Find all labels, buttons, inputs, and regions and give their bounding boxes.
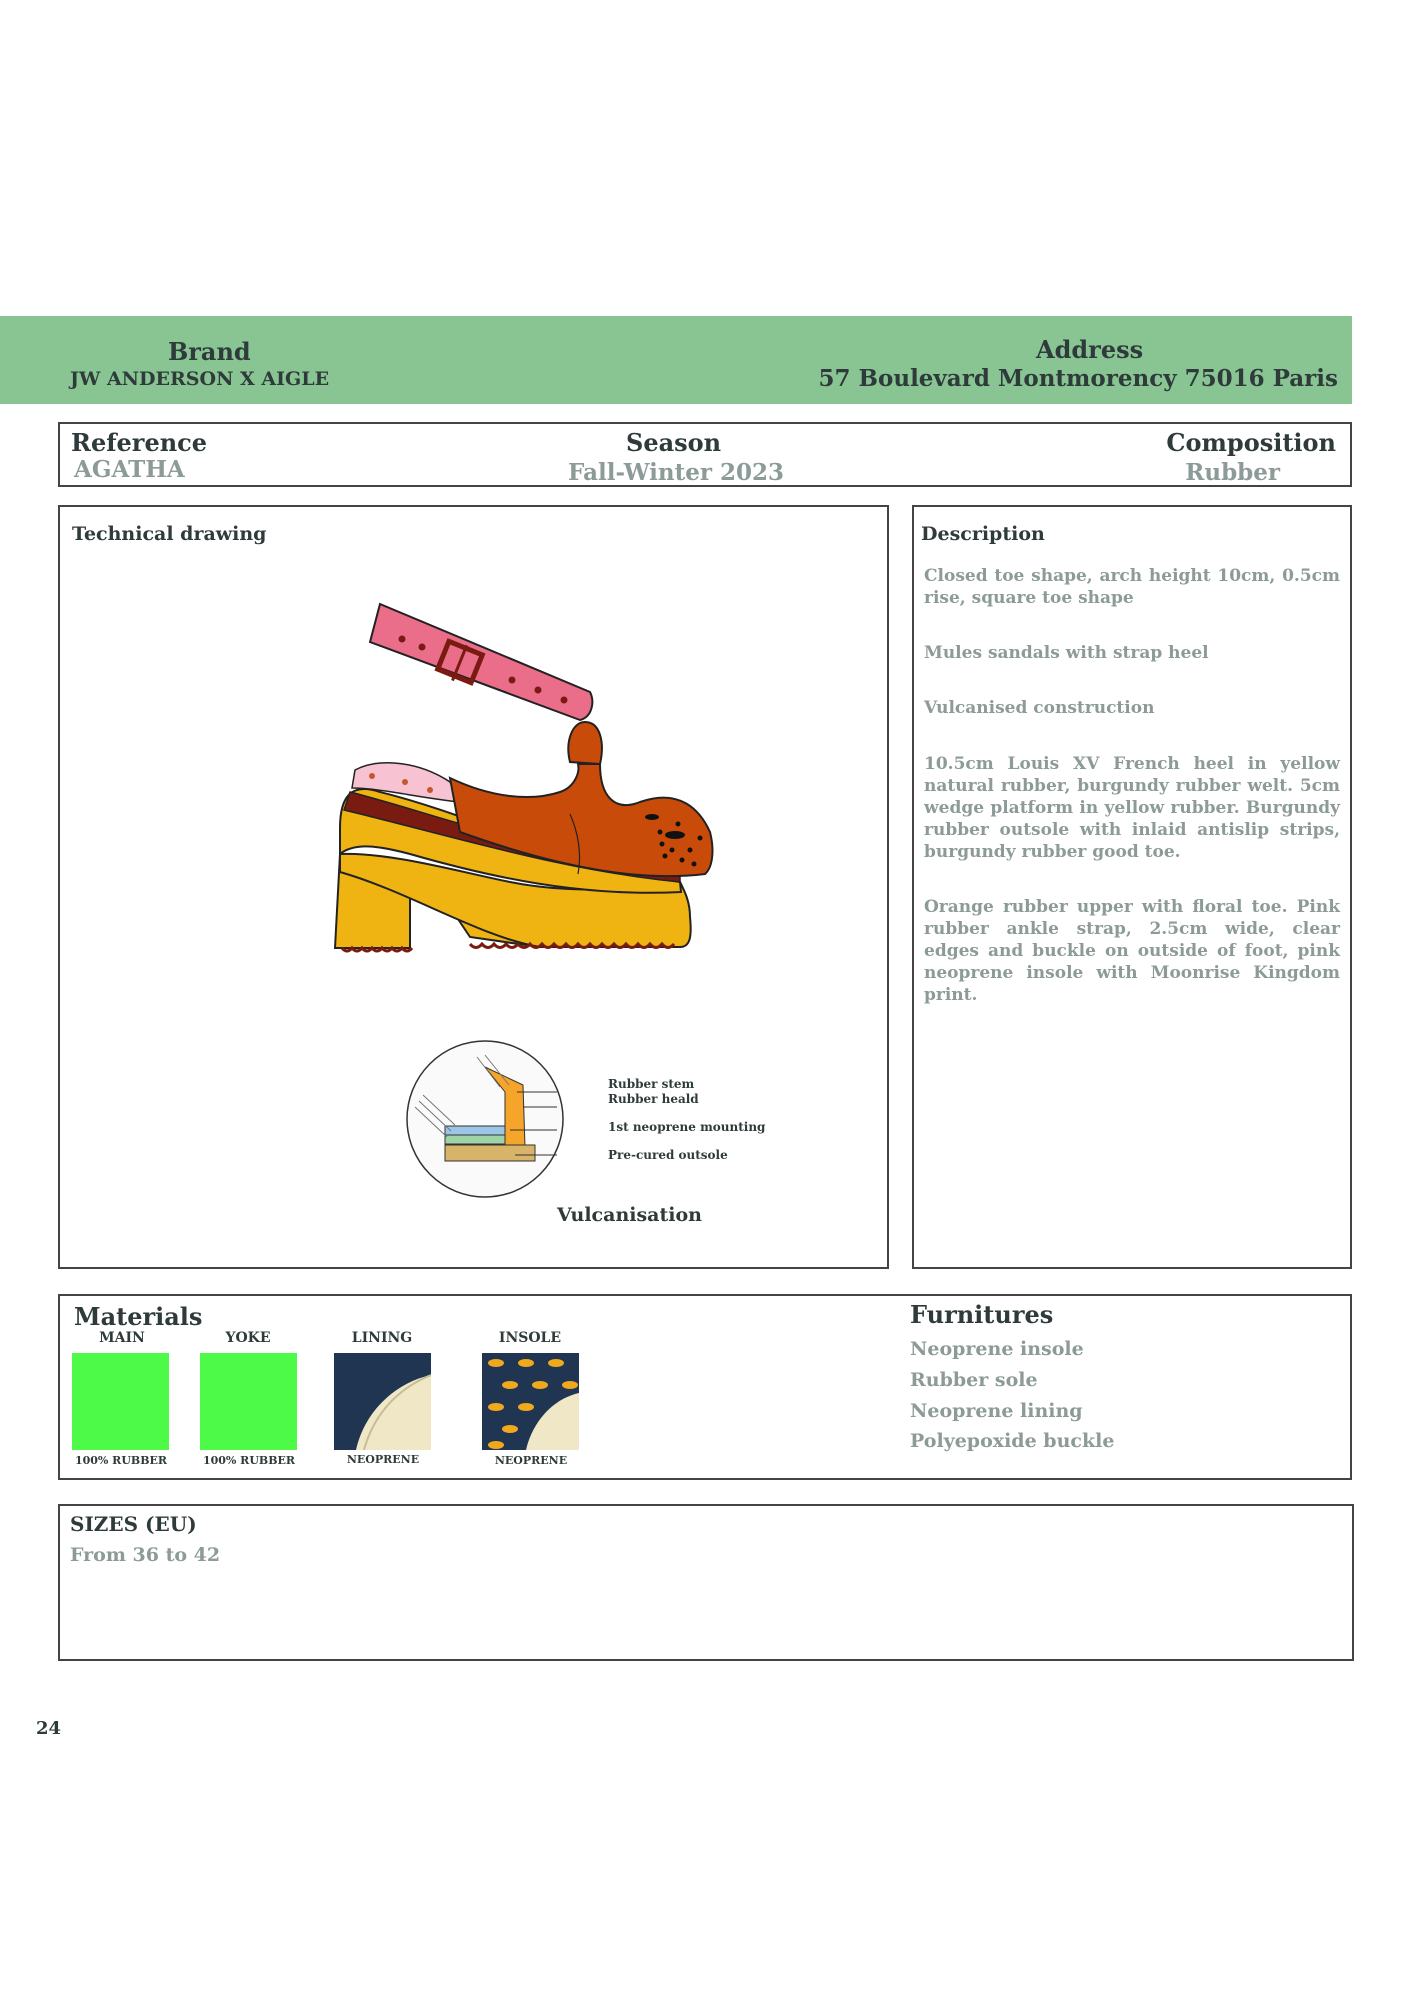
swatch-main — [72, 1353, 169, 1450]
description-paragraph: Vulcanised construction — [924, 698, 1155, 718]
swatch-label-yoke: YOKE — [225, 1330, 271, 1346]
swatch-insole — [482, 1353, 579, 1450]
address-value: 57 Boulevard Montmorency 75016 Paris — [818, 365, 1338, 392]
furnitures-title: Furnitures — [910, 1300, 1054, 1329]
brand-title: Brand — [168, 337, 251, 366]
composition-title: Composition — [1166, 428, 1336, 457]
description-paragraph: Closed toe shape, arch height 10cm, 0.5c… — [924, 566, 1340, 608]
address-title: Address — [1036, 335, 1144, 364]
description-panel: Description Closed toe shape, arch heigh… — [912, 505, 1352, 1269]
description-paragraph: 10.5cm Louis XV French heel in yellow na… — [924, 754, 1340, 862]
header-band — [0, 316, 1352, 404]
reference-value: AGATHA — [74, 456, 185, 483]
furniture-item: Neoprene lining — [910, 1400, 1083, 1422]
callout-rubber-stem: Rubber stem — [608, 1077, 695, 1091]
vulcanisation-caption: Vulcanisation — [557, 1204, 702, 1226]
sizes-title: SIZES (EU) — [70, 1512, 197, 1536]
swatch-label-insole: INSOLE — [498, 1330, 562, 1346]
swatch-caption-insole: NEOPRENE — [494, 1454, 568, 1467]
callout-rubber-heald: Rubber heald — [608, 1092, 699, 1106]
shoe-drawing — [333, 602, 714, 953]
callout-precured-outsole: Pre-cured outsole — [608, 1148, 728, 1162]
reference-box: Reference AGATHA Season Fall-Winter 2023… — [58, 422, 1352, 487]
description-paragraph: Mules sandals with strap heel — [924, 643, 1209, 663]
furniture-item: Polyepoxide buckle — [910, 1430, 1115, 1452]
materials-title: Materials — [74, 1302, 203, 1331]
swatch-caption-lining: NEOPRENE — [346, 1453, 420, 1466]
furniture-item: Neoprene insole — [910, 1338, 1084, 1360]
season-value: Fall-Winter 2023 — [568, 459, 785, 486]
page-number: 24 — [36, 1718, 62, 1739]
season-title: Season — [626, 428, 722, 457]
vulcanisation-diagram — [406, 1040, 564, 1198]
callout-neoprene-mounting: 1st neoprene mounting — [608, 1120, 766, 1134]
description-paragraph: Orange rubber upper with floral toe. Pin… — [924, 897, 1340, 1005]
materials-panel: Materials MAIN 100% RUBBER YOKE 100% RUB… — [58, 1294, 1352, 1480]
swatch-label-lining: LINING — [351, 1330, 413, 1346]
technical-drawing-title: Technical drawing — [72, 523, 267, 545]
sizes-panel: SIZES (EU) From 36 to 42 — [58, 1504, 1354, 1661]
brand-value: JW ANDERSON X AIGLE — [70, 368, 330, 390]
swatch-caption-main: 100% RUBBER — [74, 1454, 168, 1467]
composition-value: Rubber — [1185, 459, 1280, 486]
swatch-label-main: MAIN — [99, 1330, 145, 1346]
technical-drawing-panel: Technical drawing — [58, 505, 889, 1269]
sizes-value: From 36 to 42 — [70, 1544, 221, 1566]
furniture-item: Rubber sole — [910, 1369, 1038, 1391]
swatch-lining — [334, 1353, 431, 1450]
swatch-caption-yoke: 100% RUBBER — [202, 1454, 296, 1467]
reference-title: Reference — [71, 428, 208, 457]
description-title: Description — [921, 523, 1045, 545]
swatch-yoke — [200, 1353, 297, 1450]
